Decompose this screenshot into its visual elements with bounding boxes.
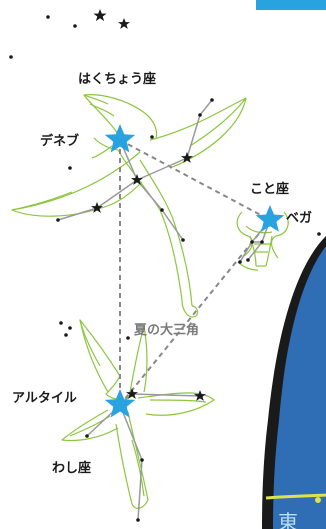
star-icon <box>126 388 138 399</box>
star-icon <box>181 152 193 163</box>
aquila-figure <box>61 319 215 509</box>
star-icon <box>118 18 130 29</box>
summer-triangle-label: 夏の大三角 <box>133 322 199 338</box>
small-stars <box>9 15 321 522</box>
constellation-lines <box>57 99 271 521</box>
night-sky <box>273 246 326 529</box>
vega-label: ベガ <box>286 211 312 226</box>
deneb-star-icon <box>104 124 136 153</box>
star-icon <box>131 174 143 185</box>
star-icon <box>91 202 103 213</box>
cygnus-label: はくちょう座 <box>78 71 156 87</box>
bright-stars <box>104 124 285 418</box>
east-label: 東 <box>278 510 298 529</box>
altair-label: アルタイル <box>12 391 77 406</box>
vega-star-icon <box>255 205 285 232</box>
altair-star-icon <box>104 389 136 418</box>
horizon-dot <box>315 497 321 503</box>
summer-triangle-lines <box>119 139 271 406</box>
lyra-figure <box>236 211 289 271</box>
deneb-label: デネブ <box>40 133 79 149</box>
star-icon <box>93 9 107 22</box>
star-icon <box>194 390 206 401</box>
aquila-label: わし座 <box>52 460 91 476</box>
cygnus-figure <box>11 94 247 318</box>
horizon-line <box>265 493 326 500</box>
lyra-label: こと座 <box>250 181 289 197</box>
black-stars <box>91 9 206 401</box>
corner-tab <box>256 0 326 10</box>
